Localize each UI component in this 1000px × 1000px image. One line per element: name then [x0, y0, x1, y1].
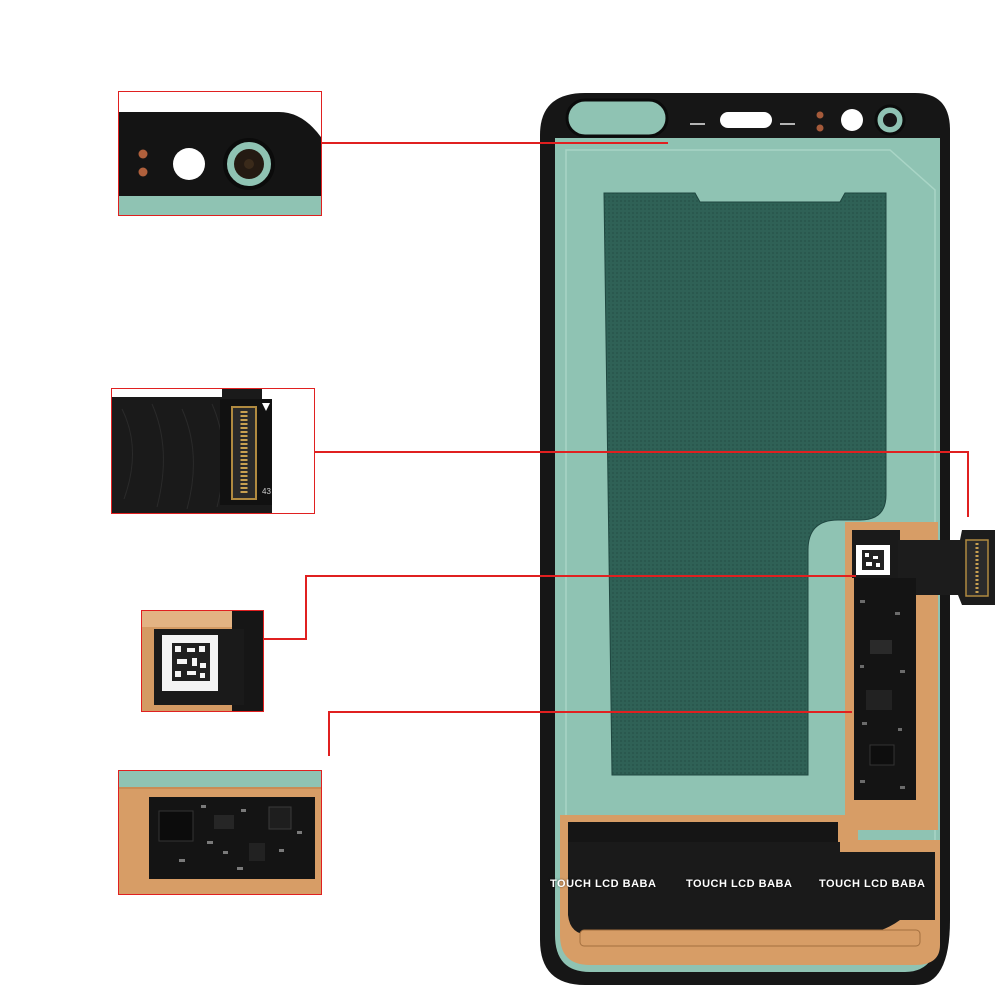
watermark-text: TOUCH LCD BABA [550, 878, 657, 890]
camera-hole [173, 148, 205, 180]
detail-inset-driver-ic [118, 770, 322, 895]
earpiece-cutout [565, 98, 669, 138]
callout-line [305, 575, 307, 640]
graphite-sheet [604, 193, 886, 775]
callout-line [305, 575, 856, 577]
detail-inset-connector: 43 [111, 388, 315, 514]
callout-line [328, 711, 330, 756]
driver-chip [158, 810, 194, 842]
callout-line [321, 142, 668, 144]
callout-line [328, 711, 852, 713]
callout-line [314, 451, 969, 453]
callout-line [262, 638, 307, 640]
watermark-text: TOUCH LCD BABA [686, 878, 793, 890]
watermark-text: TOUCH LCD BABA [819, 878, 926, 890]
front-camera-hole [841, 109, 863, 131]
detail-inset-qr-label [141, 610, 264, 712]
callout-line [967, 451, 969, 517]
detail-inset-camera [118, 91, 322, 216]
svg-text:43: 43 [262, 487, 271, 496]
